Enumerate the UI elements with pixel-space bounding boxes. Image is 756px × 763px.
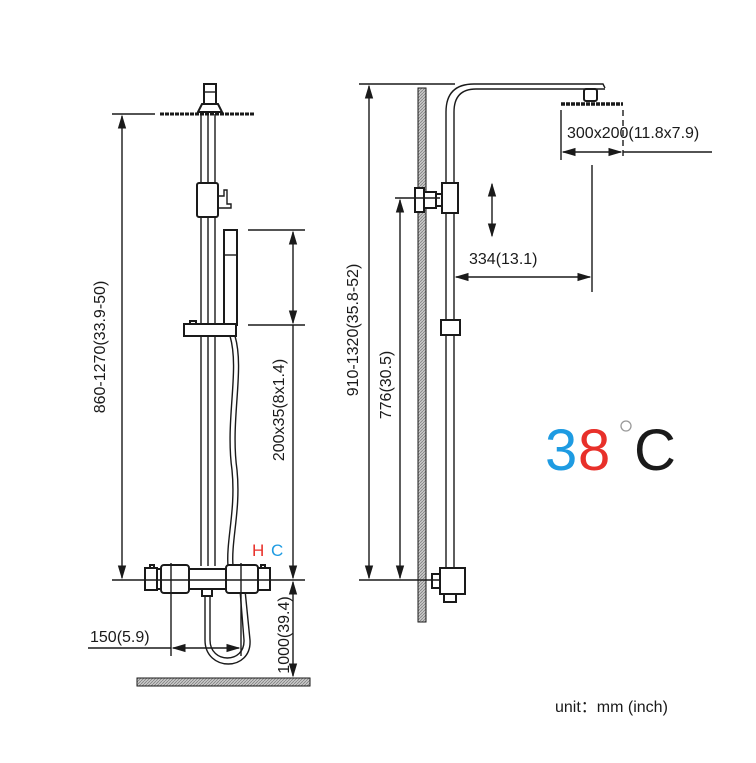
side-view: 910-1320(35.8-52) 776(30.5) 300x200(11.8… (345, 83, 712, 623)
rain-shower-head-side (561, 88, 623, 106)
dimension-valve-spacing: 150(5.9) (88, 563, 242, 656)
hand-shower (223, 229, 238, 326)
unit-note: unit：mm (inch) (555, 699, 668, 716)
cold-label: C (271, 541, 283, 560)
slide-bracket-side (440, 319, 461, 336)
dimension-label: 860-1270(33.9-50) (92, 281, 109, 414)
dimension-label: 776(30.5) (378, 351, 395, 420)
riser-pole-side (445, 83, 606, 600)
temperature-digit-3: 3 (545, 418, 577, 483)
dimension-label: 334(13.1) (469, 251, 538, 268)
wall (417, 87, 427, 623)
dimension-total-height-side: 910-1320(35.8-52) (345, 83, 455, 581)
floor (136, 677, 311, 687)
thermostatic-valve (144, 564, 271, 597)
rain-shower-head (160, 83, 254, 116)
hose (227, 335, 235, 567)
dimension-label: 1000(39.4) (276, 596, 293, 673)
dimension-head-size: 300x200(11.8x7.9) (560, 110, 712, 160)
dimension-total-height: 860-1270(33.9-50) (92, 113, 305, 581)
riser-pole (200, 114, 216, 566)
slide-bracket (183, 323, 237, 337)
dimension-label: 200x35(8x1.4) (271, 359, 288, 461)
height-adjust-collar (196, 182, 232, 218)
thermostatic-valve-side (431, 567, 466, 603)
wall-bracket (414, 182, 459, 214)
dimension-label: 150(5.9) (90, 629, 150, 646)
dimension-valve-height: 1000(39.4) (276, 580, 298, 678)
dimension-bracket-height: 776(30.5) (378, 197, 440, 580)
dimension-label: 300x200(11.8x7.9) (567, 125, 699, 142)
temperature-unit: C (634, 418, 676, 483)
temperature-display: 3 8 C (545, 418, 676, 483)
temperature-digit-8: 8 (578, 418, 610, 483)
dimension-label: 910-1320(35.8-52) (345, 264, 362, 397)
dimension-hand-shower: 200x35(8x1.4) (248, 229, 305, 580)
front-view: H C 860-1270(33.9-50) 200x35(8x1.4) 1000… (88, 83, 311, 687)
dimension-arm-reach: 334(13.1) (454, 165, 593, 292)
degree-icon (620, 420, 632, 432)
hot-label: H (252, 541, 264, 560)
